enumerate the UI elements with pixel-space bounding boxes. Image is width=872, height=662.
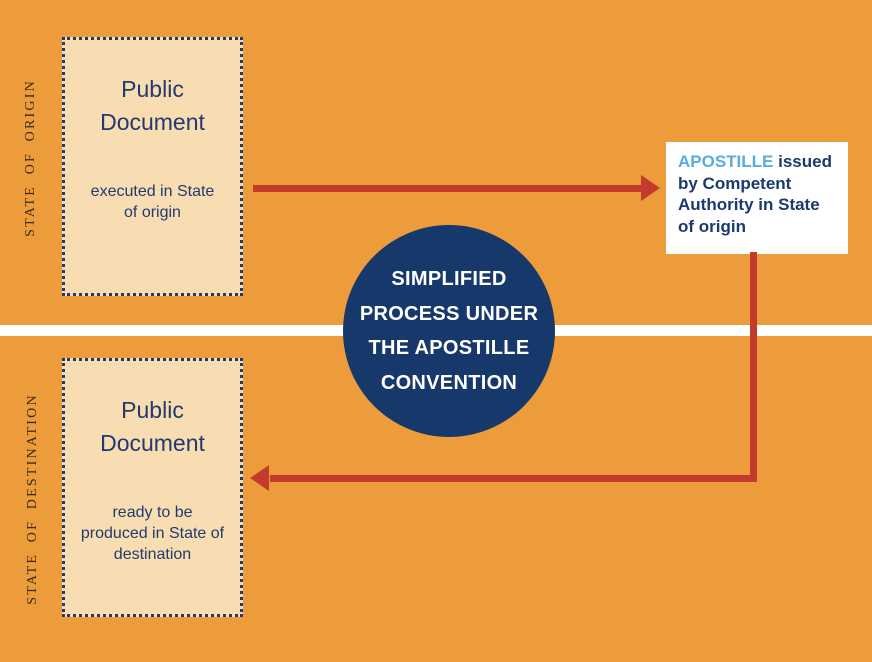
note-line-rest: issued — [773, 152, 832, 171]
apostille-note-box: APOSTILLE issued by Competent Authority … — [666, 142, 848, 254]
apostille-highlight: APOSTILLE — [678, 152, 774, 171]
public-document-origin-subtitle: executed in State of origin — [65, 181, 240, 223]
note-line: APOSTILLE issued — [678, 151, 842, 173]
arrow-to-destination-line — [270, 475, 757, 482]
subtitle-line: of origin — [124, 204, 181, 221]
circle-text-line: PROCESS UNDER — [359, 302, 539, 325]
public-document-destination-box: Public Document ready to be produced in … — [62, 358, 243, 617]
subtitle-line: produced in State of — [80, 525, 225, 542]
arrow-authority-down-line — [750, 252, 757, 482]
circle-text-line: THE APOSTILLE — [368, 337, 530, 359]
title-line: Document — [100, 109, 205, 135]
public-document-destination-title: Public Document — [65, 394, 240, 460]
arrow-left-head-icon — [250, 465, 269, 491]
note-line: of origin — [678, 216, 746, 236]
circle-text-line: SIMPLIFIED — [391, 268, 507, 290]
public-document-destination-subtitle: ready to be produced in State of destina… — [65, 502, 240, 565]
subtitle-line: ready to be — [112, 504, 193, 521]
arrow-origin-to-authority-line — [253, 185, 643, 192]
public-document-origin-title: Public Document — [65, 73, 240, 139]
simplified-process-circle: SIMPLIFIED PROCESS UNDER THE APOSTILLE C… — [343, 225, 555, 437]
circle-text-line: CONVENTION — [380, 371, 518, 394]
title-line: Public — [121, 76, 184, 102]
public-document-origin-box: Public Document executed in State of ori… — [62, 37, 243, 296]
note-line: by Competent — [678, 173, 792, 193]
state-of-destination-label: STATE OF DESTINATION — [25, 393, 40, 605]
title-line: Public — [121, 397, 184, 423]
state-of-origin-label: STATE OF ORIGIN — [23, 79, 38, 237]
arrow-right-head-icon — [641, 175, 660, 201]
subtitle-line: destination — [113, 546, 192, 563]
note-line: Authority in State — [678, 195, 820, 214]
subtitle-line: executed in State — [90, 183, 215, 200]
title-line: Document — [100, 430, 205, 456]
